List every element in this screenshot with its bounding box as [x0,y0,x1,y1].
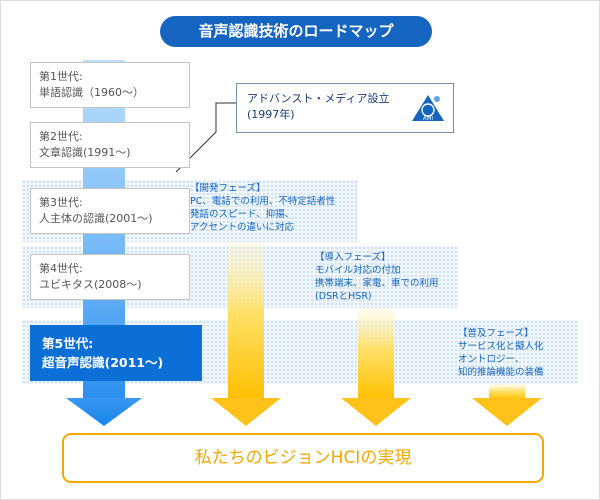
introduction-phase-line: (DSRとHSR) [315,291,372,302]
diffusion-phase-line: オントロジー、 [458,354,525,365]
introduction-phase-title: 【導入フェーズ】 [315,252,391,263]
development-arrow-head [211,398,281,426]
vision-goal-box: 私たちのビジョンHCIの実現 [62,433,544,483]
diffusion-arrow-head [472,398,542,426]
diffusion-phase-line: サービス化と擬人化 [458,341,544,352]
introduction-arrow-shaft [358,308,394,400]
founding-callout: アドバンスト・メディア設立 (1997年) AMI [236,83,454,133]
diffusion-phase-line: 知的推論機能の装備 [458,367,544,378]
generation-1-box: 第1世代: 単語認識（1960～） [30,62,190,108]
page-title: 音声認識技術のロードマップ [160,16,432,47]
generation-3-name: 人主体の認識(2001～) [39,212,153,225]
generation-4-name: ユビキタス(2008～) [39,278,142,291]
founding-callout-line1: アドバンスト・メディア設立 [247,92,390,105]
generation-2-label: 第2世代: [39,130,83,143]
development-phase-line: アクセントの違いに対応 [190,222,295,233]
diffusion-arrow-shaft [489,384,525,400]
generation-5-name: 超音声認識(2011～) [42,355,164,370]
generation-4-box: 第4世代: ユビキタス(2008～) [30,254,190,300]
introduction-phase-line: 携帯端末、家電、車での利用 [315,278,439,289]
company-logo-text: AMI [423,116,434,122]
generation-1-label: 第1世代: [39,70,83,83]
founding-callout-line2: (1997年) [247,108,295,121]
generation-5-label: 第5世代: [42,336,94,351]
generation-2-box: 第2世代: 文章認識(1991～) [30,122,190,168]
generation-2-name: 文章認識(1991～) [39,146,131,159]
founding-connector-line [175,102,236,173]
generation-arrow-head [66,398,142,426]
development-arrow-shaft [228,242,264,400]
development-phase-line: PC、電話での利用、不特定話者性 [190,196,336,207]
generation-1-name: 単語認識（1960～） [39,86,144,99]
diffusion-phase-text: 【普及フェーズ】 サービス化と擬人化 オントロジー、 知的推論機能の装備 [458,327,544,379]
introduction-phase-text: 【導入フェーズ】 モバイル対応の付加 携帯端末、家電、車での利用 (DSRとHS… [315,251,439,303]
introduction-phase-line: モバイル対応の付加 [315,265,401,276]
development-phase-text: 【開発フェーズ】 PC、電話での利用、不特定話者性 発話のスピード、抑揚、 アク… [190,182,335,234]
generation-4-label: 第4世代: [39,262,83,275]
generation-3-label: 第3世代: [39,196,83,209]
generation-5-box: 第5世代: 超音声認識(2011～) [30,325,202,381]
development-phase-title: 【開発フェーズ】 [190,183,266,194]
development-phase-line: 発話のスピード、抑揚、 [190,209,295,220]
generation-3-box: 第3世代: 人主体の認識(2001～) [30,188,190,234]
company-logo: AMI [412,95,444,122]
introduction-arrow-head [341,398,411,426]
diffusion-phase-title: 【普及フェーズ】 [458,328,534,339]
